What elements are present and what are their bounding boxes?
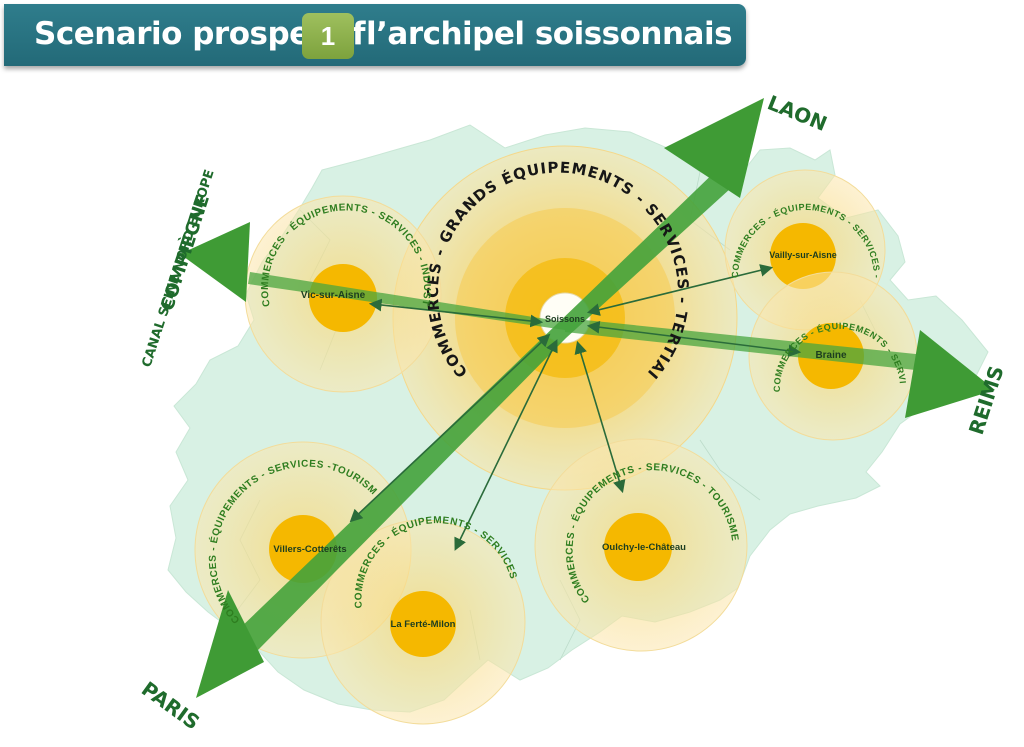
direction-laon: LAON <box>764 90 830 135</box>
city-label-braine: Braine <box>815 350 847 361</box>
link-soissons-ferte <box>454 339 558 551</box>
city-label-soissons: Soissons <box>545 314 585 324</box>
oulchy-core <box>604 513 672 581</box>
city-label-villers: Villers-Cotterêts <box>273 544 346 555</box>
title-subtext: l’archipel soissonnais <box>366 16 733 52</box>
city-label-vailly: Vailly-sur-Aisne <box>769 250 837 260</box>
direction-paris: PARIS <box>137 677 204 735</box>
ferte-core <box>390 591 456 657</box>
link-soissons-oulchy <box>574 340 626 494</box>
title-banner: Scenario prospectif 1 l’archipel soisson… <box>4 4 746 66</box>
city-label-vic: Vic-sur-Aisne <box>301 290 366 301</box>
city-label-oulchy: Oulchy-le-Château <box>602 542 686 553</box>
link-soissons-braine <box>586 320 802 358</box>
vic-core <box>309 264 377 332</box>
vailly-core <box>770 223 836 289</box>
city-label-ferte: La Ferté-Milon <box>391 619 456 630</box>
scenario-number-badge: 1 <box>302 13 354 59</box>
link-soissons-vailly <box>586 264 774 316</box>
link-soissons-vic <box>368 298 544 328</box>
